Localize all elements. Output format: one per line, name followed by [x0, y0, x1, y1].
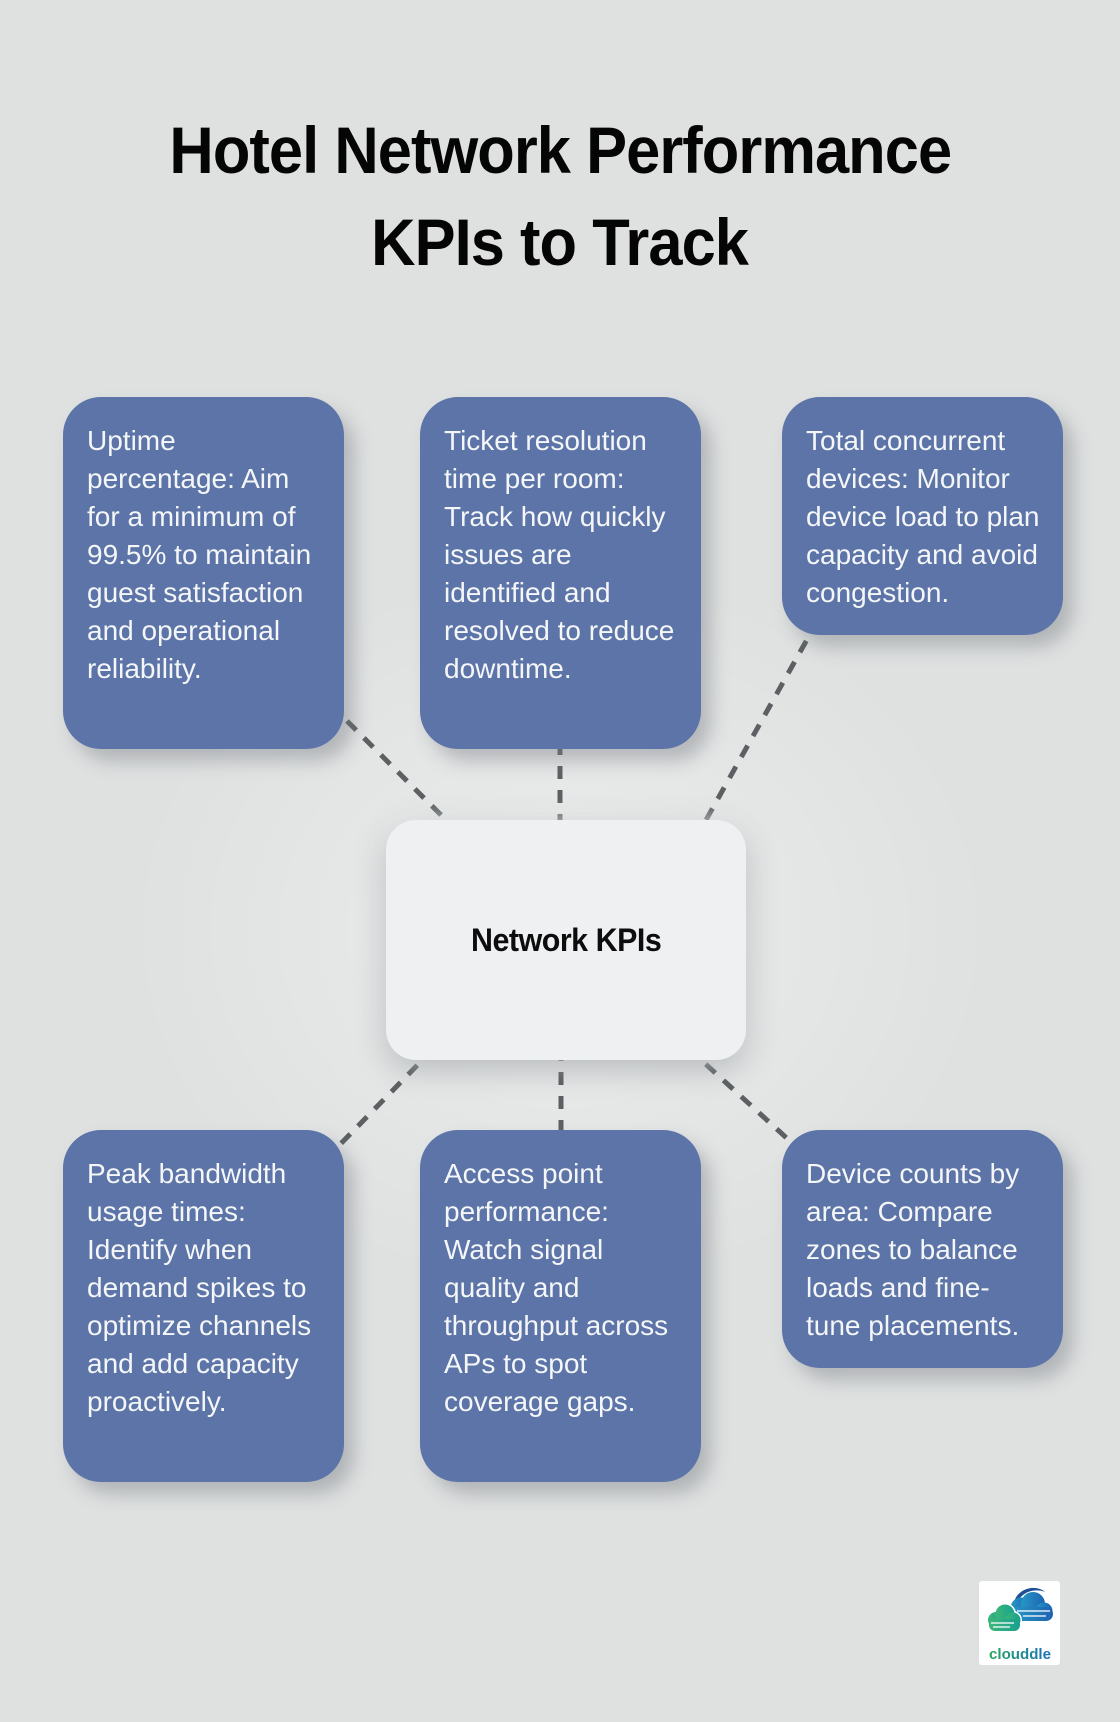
kpi-card-text: Device counts by area: Compare zones to … — [806, 1158, 1020, 1341]
kpi-card-text: Ticket resolution time per room: Track h… — [444, 425, 675, 684]
clouddle-logo-text: clouddle — [989, 1646, 1051, 1663]
kpi-card-text: Access point performance: Watch signal q… — [444, 1158, 669, 1417]
central-node-label: Network KPIs — [470, 921, 662, 958]
kpi-card-device-counts-by-area: Device counts by area: Compare zones to … — [782, 1130, 1063, 1368]
clouddle-logo: clouddle — [986, 1587, 1053, 1663]
kpi-card-peak-bandwidth-usage: Peak bandwidth usage times: Identify whe… — [63, 1130, 344, 1482]
cloud-streaks-green — [990, 1622, 1014, 1628]
connector-line-top-left — [328, 702, 454, 828]
central-node-network-kpis: Network KPIs — [386, 820, 746, 1060]
cloud-swoosh-icon — [1013, 1587, 1045, 1602]
kpi-card-uptime-percentage: Uptime percentage: Aim for a minimum of … — [63, 397, 344, 749]
cloud-streaks-blue — [1016, 1610, 1050, 1617]
kpi-card-total-concurrent-devices: Total concurrent devices: Monitor device… — [782, 397, 1063, 635]
page-title: Hotel Network Performance KPIs to Track — [0, 104, 1120, 288]
connector-line-bottom-right — [686, 1046, 816, 1165]
page-title-line2: KPIs to Track — [371, 205, 750, 279]
kpi-card-text: Uptime percentage: Aim for a minimum of … — [87, 425, 312, 684]
cloud-icon-green — [987, 1604, 1020, 1631]
kpi-card-ticket-resolution-time: Ticket resolution time per room: Track h… — [420, 397, 701, 749]
page-title-line1: Hotel Network Performance — [169, 113, 952, 187]
clouddle-logo-badge: clouddle — [979, 1581, 1060, 1665]
connector-line-top-right — [689, 618, 821, 847]
kpi-card-access-point-performance: Access point performance: Watch signal q… — [420, 1130, 701, 1482]
kpi-card-text: Peak bandwidth usage times: Identify whe… — [87, 1158, 312, 1417]
connector-line-bottom-left — [320, 1046, 436, 1165]
kpi-card-text: Total concurrent devices: Monitor device… — [806, 425, 1040, 608]
